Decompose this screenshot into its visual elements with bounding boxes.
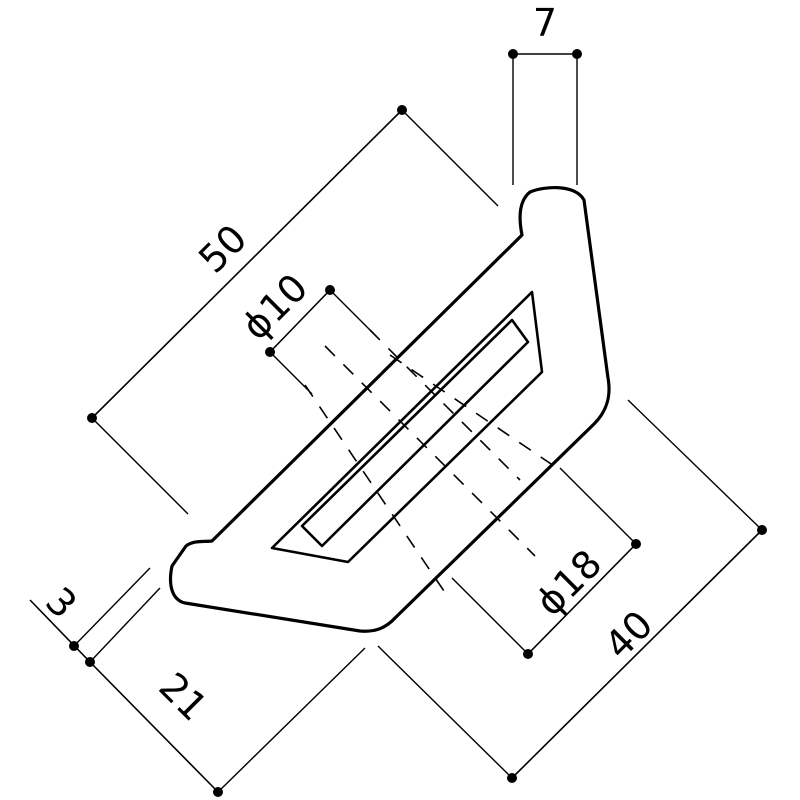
dimension-length: 50 [87,105,499,515]
dimension-base-label: 21 [151,664,216,729]
hole-large-hidden-line-b [389,354,561,471]
part-outer-outline [168,186,611,633]
dimension-depth-label: 40 [596,602,661,667]
dimension-thickness-label: 3 [37,579,85,627]
hole-large-hidden-line-a [304,384,451,601]
dimension-width-top-label: 7 [533,1,557,45]
hole-small-hidden-line-a [324,345,536,557]
part-inner-slot [300,318,530,548]
dimension-hole-small-label: ϕ10 [233,265,316,348]
dimension-width-top: 7 [508,1,582,185]
dimension-hole-large-label: ϕ18 [527,541,610,624]
hidden-lines [304,329,561,601]
hole-small-hidden-line-b [369,329,521,481]
dimension-length-label: 50 [190,216,255,281]
dimension-hole-small: ϕ10 [233,265,373,395]
dimension-thickness: 3 [29,567,151,663]
